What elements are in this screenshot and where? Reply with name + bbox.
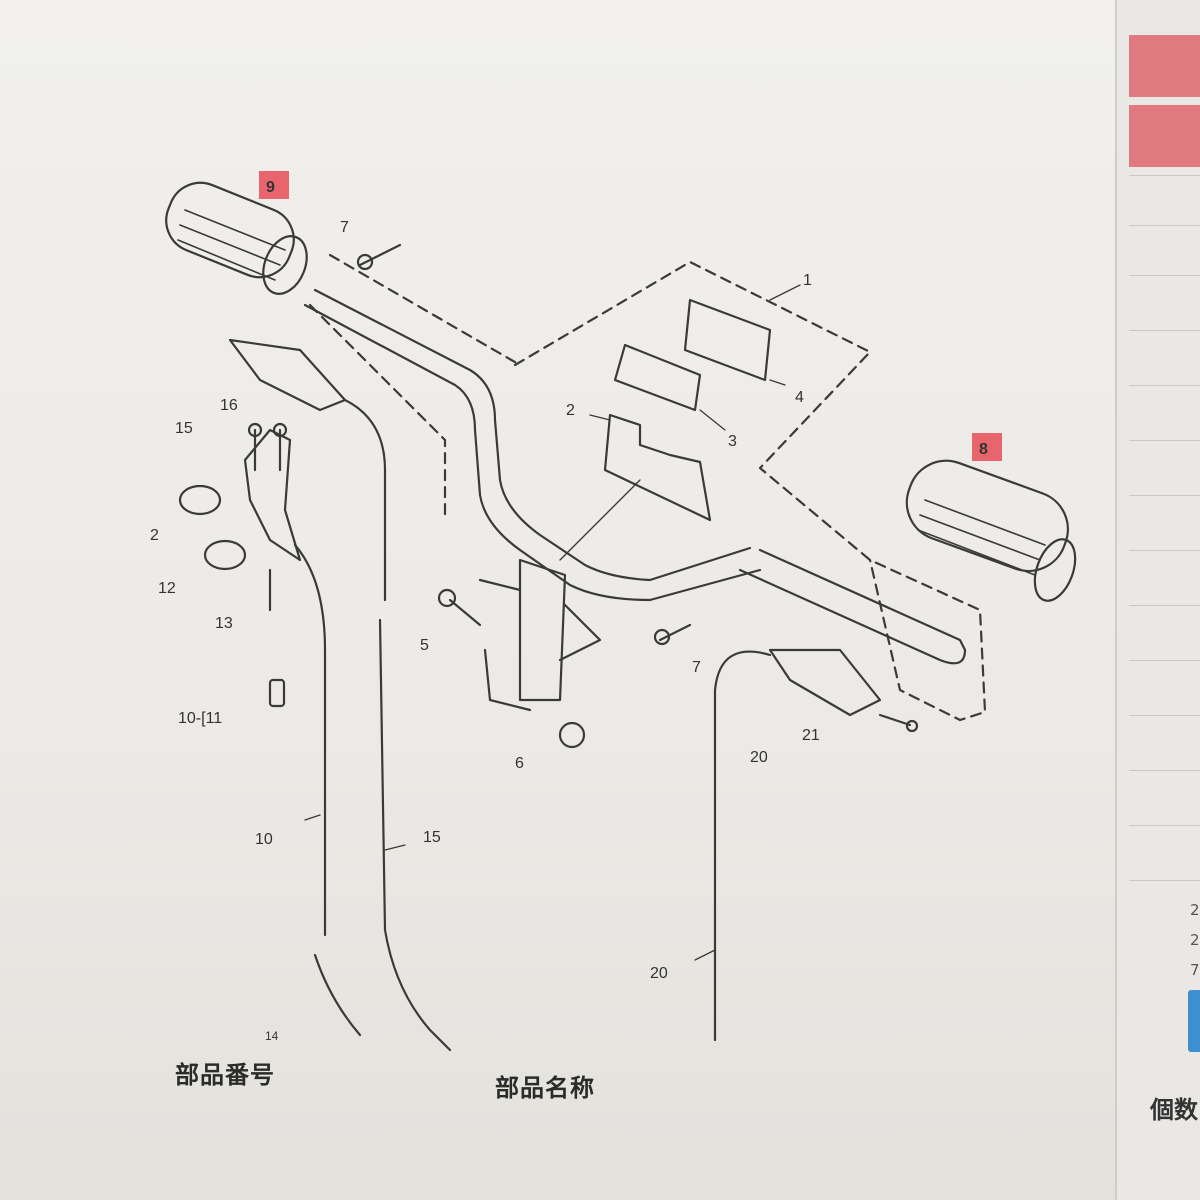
- callout-1: 1: [803, 272, 812, 289]
- callout-2: 2: [566, 402, 575, 419]
- bolt-7-top: [358, 243, 402, 267]
- part-name-header: 部品名称: [495, 1074, 595, 1102]
- handlebar-parts-diagram[interactable]: 9 8 1 4 3 2 7 7 5 6 16 15 2 12 13 10-[11…: [0, 0, 1115, 1120]
- callout-9-highlight: [259, 171, 289, 199]
- callout-13: 13: [215, 615, 233, 632]
- quantity-column-fragment: 2 2 7: [1190, 901, 1200, 979]
- callout-15-left: 15: [175, 420, 193, 437]
- quantity-header: 個数: [1150, 1096, 1198, 1124]
- highlighted-row[interactable]: [1129, 105, 1200, 167]
- callout-14: 14: [265, 1029, 279, 1043]
- callout-9: 9: [266, 179, 275, 196]
- callout-4: 4: [795, 389, 804, 406]
- callout-10: 10: [255, 831, 273, 848]
- callout-3: 3: [728, 433, 737, 450]
- throttle-housing: [243, 428, 302, 562]
- callout-8: 8: [979, 441, 988, 458]
- callout-12: 12: [158, 580, 176, 597]
- cable-10: [293, 543, 362, 1037]
- part-number-header: 部品番号: [175, 1061, 275, 1089]
- right-lever: [768, 648, 882, 717]
- assembly-outline: [308, 260, 987, 722]
- parts-diagram-pane: 9 8 1 4 3 2 7 7 5 6 16 15 2 12 13 10-[11…: [0, 0, 1115, 1200]
- nut-6: [558, 721, 586, 749]
- handlebar-tube: [313, 288, 752, 582]
- throttle-grip: [165, 181, 308, 295]
- callout-6: 6: [515, 755, 524, 772]
- cable-15: [343, 398, 452, 1052]
- label-plate-3: [613, 343, 702, 412]
- highlighted-row[interactable]: [1129, 35, 1200, 97]
- blue-action-button[interactable]: [1188, 990, 1200, 1052]
- parts-list-panel: [1115, 0, 1200, 1200]
- callout-15: 15: [423, 829, 441, 846]
- callout-20: 20: [650, 965, 668, 982]
- callout-7-top: 7: [340, 219, 349, 236]
- bolt-5: [448, 598, 482, 627]
- callout-20-top: 20: [750, 749, 768, 766]
- callout-7-right: 7: [692, 659, 701, 676]
- handle-grip: [905, 459, 1077, 602]
- callout-5: 5: [420, 637, 429, 654]
- label-plate-4: [683, 298, 772, 382]
- center-clamp: [518, 558, 567, 702]
- callout-21: 21: [802, 727, 820, 744]
- left-lever: [228, 338, 347, 412]
- cable-20: [713, 650, 772, 1042]
- callout-8-highlight: [972, 433, 1002, 461]
- callout-2-left: 2: [150, 527, 159, 544]
- callout-10-11: 10-[11: [178, 710, 222, 727]
- callout-16: 16: [220, 397, 238, 414]
- bolt-7-right: [658, 623, 692, 642]
- label-plate-2: [603, 413, 712, 522]
